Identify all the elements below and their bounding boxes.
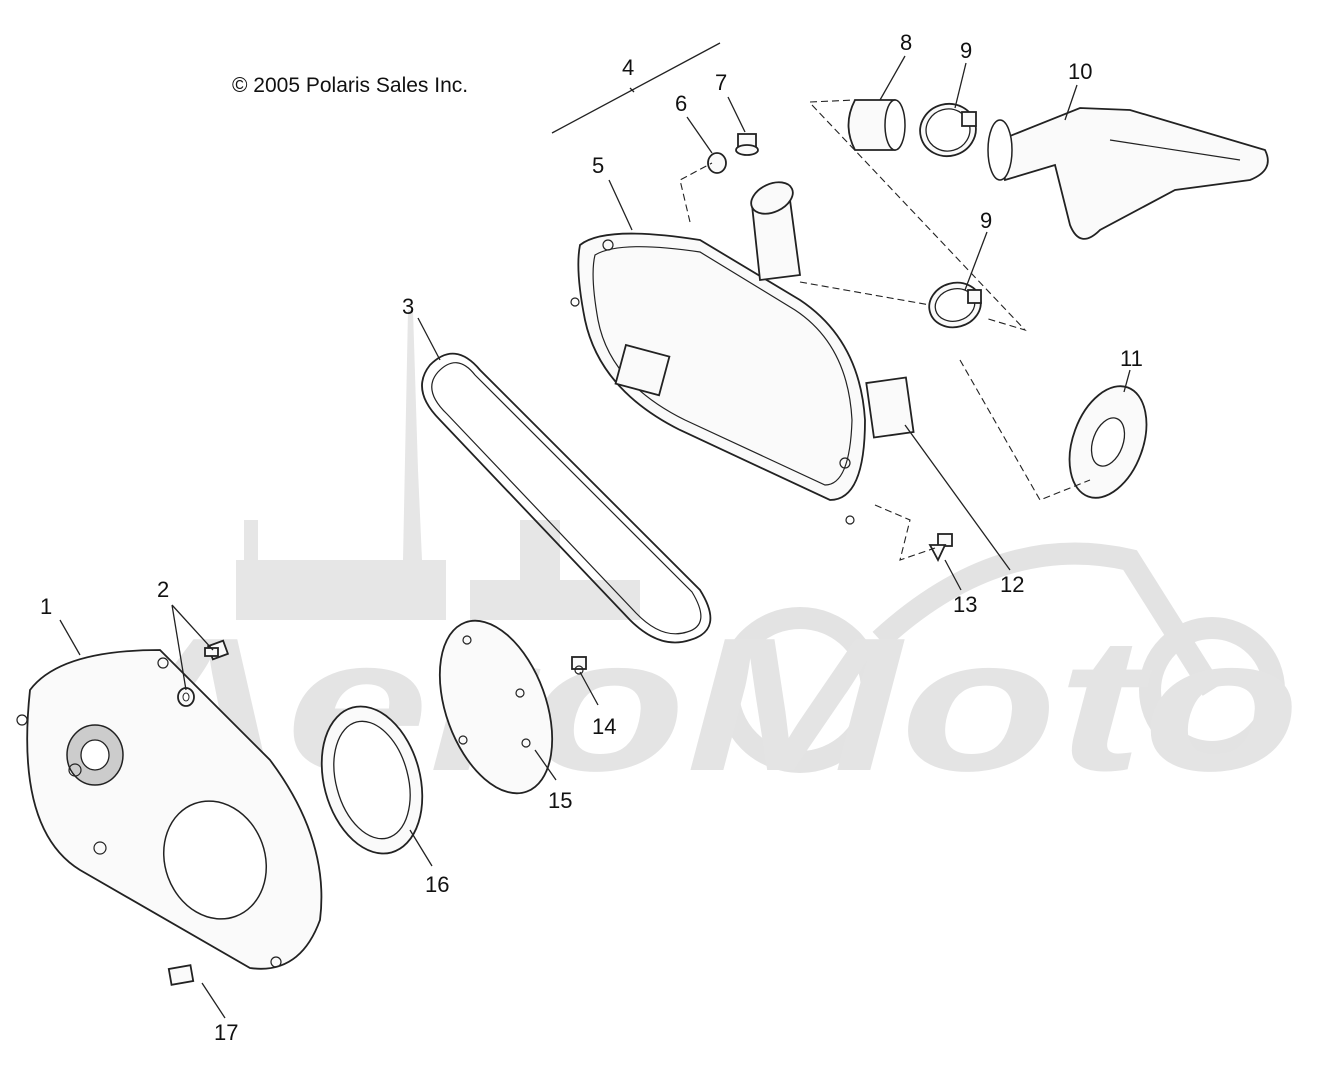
callout-7: 7 <box>715 70 727 95</box>
callout-4: 4 <box>622 55 634 80</box>
part-1-outer-cover <box>16 649 323 970</box>
part-8-duct-sleeve <box>847 99 906 151</box>
part-2-screw-washer <box>177 639 230 707</box>
watermark-motorcycle <box>717 542 1285 773</box>
part-16-seal-ring <box>320 705 424 855</box>
callout-11: 11 <box>1120 346 1143 371</box>
watermark-text: AeroMoto <box>95 599 1300 811</box>
callout-12: 12 <box>1000 572 1024 597</box>
assembly-dash-lines <box>679 99 1091 561</box>
part-17-decal <box>167 964 195 986</box>
callout-5: 5 <box>592 153 604 178</box>
callout-13: 13 <box>953 592 977 617</box>
part-11-seal <box>1068 385 1148 499</box>
callout-14: 14 <box>592 714 616 739</box>
callout-8: 8 <box>900 30 912 55</box>
part-10-intake-duct <box>987 107 1269 240</box>
callout-9b: 9 <box>980 208 992 233</box>
callout-9a: 9 <box>960 38 972 63</box>
copyright-notice: © 2005 Polaris Sales Inc. <box>232 74 469 97</box>
part-5-inner-cover <box>570 181 915 525</box>
part-9-clamp-upper <box>919 102 977 158</box>
callout-15: 15 <box>548 788 572 813</box>
callout-6: 6 <box>675 91 687 116</box>
callout-2: 2 <box>157 577 169 602</box>
part-7-plug <box>735 133 759 156</box>
part-6-o-ring <box>707 152 727 174</box>
part-9-clamp-lower <box>928 281 982 329</box>
callout-1: 1 <box>40 594 52 619</box>
callout-16: 16 <box>425 872 449 897</box>
part-15-plate <box>438 619 554 795</box>
callout-10: 10 <box>1068 59 1092 84</box>
part-13-screw <box>928 533 953 563</box>
leader-lines <box>59 55 1131 1019</box>
assembly-bracket-4 <box>551 42 721 134</box>
part-14-screw <box>571 656 587 675</box>
part-3-drive-belt <box>421 352 712 644</box>
callout-3: 3 <box>402 294 414 319</box>
callout-17: 17 <box>214 1020 238 1045</box>
callout-numbers: 1 2 3 4 5 6 7 8 9 10 9 11 12 13 14 15 16… <box>40 30 1143 1045</box>
